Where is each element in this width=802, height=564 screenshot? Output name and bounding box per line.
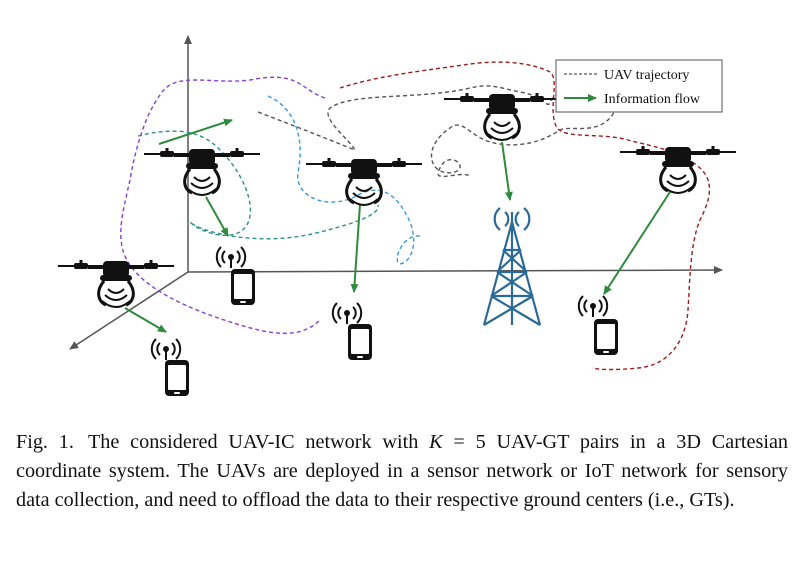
caption-text-pre: The considered UAV-IC network with <box>87 431 430 453</box>
caption-text-post: UAV-GT pairs in a 3D Cartesian coordinat… <box>16 431 789 511</box>
flow-arrow-1 <box>124 307 167 333</box>
wireless-signal-icon <box>215 246 247 269</box>
phone-icon <box>348 324 372 360</box>
uav-trajectories <box>120 61 711 371</box>
trajectory-blue <box>267 95 421 265</box>
drone-icon <box>142 146 262 197</box>
x-axis <box>187 266 723 275</box>
legend-flow-label: Information flow <box>604 92 701 107</box>
wireless-signal-icon <box>150 338 182 361</box>
legend-box <box>555 59 723 113</box>
wireless-signal-icon <box>577 295 609 318</box>
trajectory-gray <box>257 82 617 178</box>
flow-arrow-3 <box>158 118 233 145</box>
caption-k-value: 5 <box>475 431 486 453</box>
flow-arrow-4 <box>350 203 361 293</box>
ground-terminal-2 <box>215 246 255 305</box>
legend: UAV trajectory Information flow <box>555 59 723 113</box>
phone-icon <box>231 269 255 305</box>
drone-icon <box>442 91 562 142</box>
caption-equals: = <box>442 431 476 453</box>
legend-trajectory-label: UAV trajectory <box>604 68 689 83</box>
trajectory-red <box>339 61 711 371</box>
drone-icon <box>304 156 424 207</box>
flow-arrow-5 <box>501 141 513 201</box>
information-flows <box>124 118 671 333</box>
trajectory-teal <box>137 130 379 240</box>
phone-icon <box>594 319 618 355</box>
flow-arrow-2 <box>205 196 229 237</box>
figure-caption: Fig. 1. The considered UAV-IC network wit… <box>16 428 788 515</box>
network-figure: UAV trajectory Information flow <box>56 35 738 396</box>
wireless-signal-icon <box>331 302 363 325</box>
phone-icon <box>165 360 189 396</box>
caption-k-symbol: K <box>429 431 443 453</box>
flow-arrow-6 <box>603 191 671 295</box>
drone-icon <box>618 144 738 195</box>
drone-icon <box>56 258 176 309</box>
ground-terminal-3 <box>331 302 372 360</box>
caption-label: Fig. 1. <box>16 431 74 453</box>
ground-terminal-4 <box>577 295 618 355</box>
cell-tower-icon <box>482 207 542 326</box>
trajectory-purple <box>120 76 326 335</box>
ground-terminal-1 <box>150 338 189 396</box>
